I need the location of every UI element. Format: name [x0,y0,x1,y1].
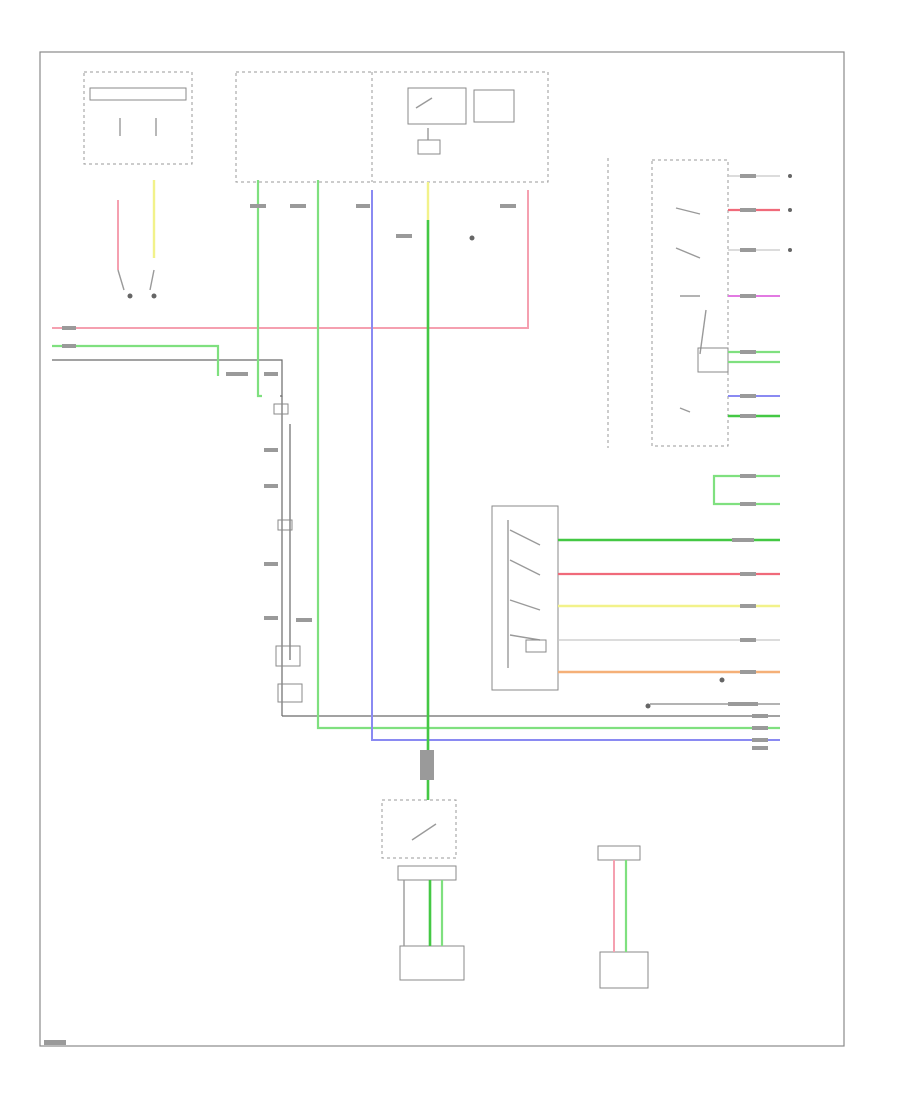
bottom-center-switch [381,799,465,981]
left-switch-symbols [117,207,701,297]
wire-lightgreen-vertical-1 [256,180,262,398]
diagram-frame [39,51,845,1047]
bottom-right-sensor [597,845,649,989]
junction-dots [127,174,792,709]
wire-tags [62,174,768,780]
right-sensor-module [607,158,729,448]
page-code-mark [44,1040,66,1045]
top-left-relay-component [83,71,193,165]
wire-lightgreen-bus [52,344,220,376]
multi-switch-block [491,505,559,691]
left-black-harness [52,359,780,717]
wire-lightgreen-long [316,180,780,730]
top-center-ecu [235,71,549,183]
wire-pink-bus [52,190,529,329]
wire-green-loop [712,474,780,506]
wire-blue [371,190,780,741]
